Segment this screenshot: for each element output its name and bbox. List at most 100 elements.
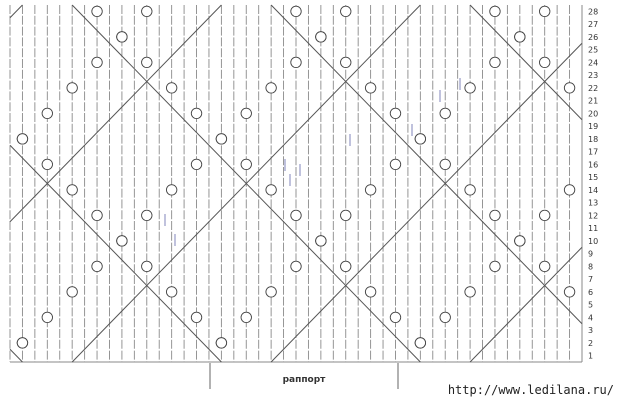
row-number-label: 13 (588, 199, 598, 208)
yarn-over-circle (514, 235, 526, 247)
yarn-over-circle (265, 286, 277, 298)
yarn-over-circle (489, 209, 501, 222)
yarn-over-circle (364, 82, 377, 94)
row-number-label: 8 (588, 262, 593, 271)
yarn-over-circle (290, 260, 302, 273)
row-number-label: 28 (588, 7, 598, 16)
yarn-over-circle (116, 31, 128, 43)
yarn-over-circle (364, 286, 377, 298)
row-number-label: 19 (588, 122, 598, 131)
yarn-over-circle (240, 158, 252, 171)
row-number-label: 25 (588, 46, 598, 55)
yarn-over-circle (464, 286, 476, 298)
yarn-over-circle (91, 260, 103, 273)
yarn-over-circle (514, 31, 526, 43)
yarn-over-circle (91, 209, 103, 222)
yarn-over-circle (141, 209, 153, 222)
row-number-label: 5 (588, 301, 593, 310)
yarn-over-circle (240, 107, 252, 120)
row-number-label: 14 (588, 186, 598, 195)
yarn-over-circle (439, 311, 451, 324)
yarn-over-circle (539, 5, 551, 18)
yarn-over-circle (290, 209, 302, 222)
yarn-over-circle (340, 260, 352, 273)
yarn-over-circle (165, 82, 178, 94)
yarn-over-circle (91, 56, 103, 69)
yarn-over-circle (165, 184, 178, 196)
yarn-over-circle (215, 337, 228, 349)
row-number-label: 20 (588, 109, 598, 118)
row-number-label: 18 (588, 135, 598, 144)
yarn-over-circle (66, 286, 78, 298)
diagonal-line (9, 144, 222, 363)
yarn-over-circle (563, 286, 576, 298)
yarn-over-circle (116, 235, 128, 247)
yarn-over-circle (16, 133, 29, 145)
row-number-label: 4 (588, 313, 593, 322)
diagonal-line (469, 4, 583, 121)
yarn-over-circle (389, 158, 402, 171)
yarn-over-circle (240, 311, 252, 324)
yarn-over-circle (141, 5, 153, 18)
yarn-over-circle (563, 184, 576, 196)
yarn-over-circle (414, 133, 427, 145)
row-number-label: 24 (588, 58, 598, 67)
yarn-over-circle (265, 82, 277, 94)
diagonal-line (469, 246, 583, 363)
yarn-over-circle (41, 311, 53, 324)
diagonal-line (71, 4, 421, 363)
yarn-over-circle (364, 184, 377, 196)
yarn-over-circle (340, 5, 352, 18)
yarn-over-circle (190, 158, 203, 171)
row-number-label: 21 (588, 97, 598, 106)
row-number-label: 1 (588, 352, 593, 361)
yarn-over-circle (16, 337, 29, 349)
diagonal-line (270, 42, 583, 363)
row-number-label: 26 (588, 33, 598, 42)
yarn-over-circle (141, 260, 153, 273)
row-number-label: 7 (588, 275, 593, 284)
yarn-over-circle (414, 337, 427, 349)
row-number-labels: 1234567891011121314151617181920212223242… (588, 7, 598, 360)
yarn-over-circle (389, 107, 402, 120)
row-number-label: 22 (588, 84, 598, 93)
yarn-over-circle (190, 311, 203, 324)
yarn-over-circle (539, 56, 551, 69)
row-number-label: 15 (588, 173, 598, 182)
yarn-over-circle (439, 107, 451, 120)
yarn-over-circle (265, 184, 277, 196)
yarn-over-circle (41, 107, 53, 120)
yarn-over-circle (41, 158, 53, 171)
row-number-label: 2 (588, 339, 593, 348)
row-number-label: 23 (588, 71, 598, 80)
row-number-label: 9 (588, 250, 593, 259)
diagonal-line (9, 348, 23, 363)
row-number-label: 16 (588, 160, 598, 169)
row-number-label: 17 (588, 148, 598, 157)
row-number-label: 12 (588, 211, 598, 220)
repeat-label: раппорт (283, 375, 327, 385)
yarn-over-circle (141, 56, 153, 69)
decrease-crosses (164, 78, 461, 246)
yarn-over-circle (66, 82, 78, 94)
yarn-over-circles (16, 5, 576, 349)
yarn-over-circle (315, 235, 327, 247)
grid-lines (9, 5, 583, 363)
row-number-label: 11 (588, 224, 598, 233)
yarn-over-circle (215, 133, 228, 145)
yarn-over-circle (389, 311, 402, 324)
yarn-over-circle (464, 82, 476, 94)
yarn-over-circle (315, 31, 327, 43)
yarn-over-circle (91, 5, 103, 18)
yarn-over-circle (290, 56, 302, 69)
source-url-link[interactable]: http://www.ledilana.ru/ (447, 383, 614, 397)
row-number-label: 6 (588, 288, 593, 297)
yarn-over-circle (489, 56, 501, 69)
yarn-over-circle (489, 5, 501, 18)
yarn-over-circle (563, 82, 576, 94)
row-number-label: 27 (588, 20, 598, 29)
diagonal-line (9, 4, 23, 19)
diagonal-lines (9, 4, 583, 363)
